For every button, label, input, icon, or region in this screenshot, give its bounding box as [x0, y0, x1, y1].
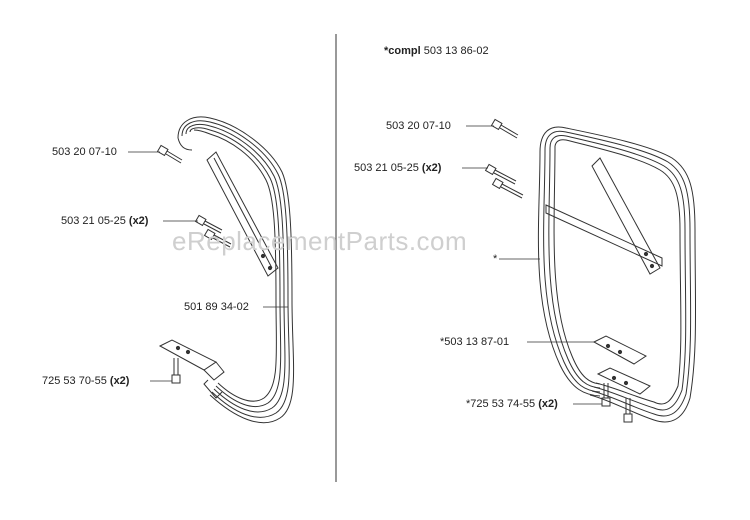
- quantity: (x2): [421, 162, 442, 174]
- part-number: *503 13 87-01: [440, 336, 510, 348]
- label-complete-assembly: *compl 503 13 86-02: [384, 45, 489, 58]
- left-handle-bar: [177, 116, 295, 424]
- part-number: 503 21 05-25: [61, 215, 126, 227]
- label-right-screw-bottom: *725 53 74-55 (x2): [466, 398, 558, 411]
- right-screw-bottom-2: [623, 398, 633, 423]
- right-screw-mid-1: [484, 163, 517, 185]
- label-left-screw-mid: 503 21 05-25 (x2): [61, 215, 148, 228]
- watermark-text: eReplacementParts.com: [172, 226, 468, 256]
- quantity: (x2): [538, 398, 558, 410]
- right-leaders: [462, 125, 602, 405]
- part-number: 503 20 07-10: [52, 146, 117, 158]
- part-number: 503 21 05-25: [354, 162, 419, 174]
- left-bracket: [158, 339, 225, 381]
- label-left-screw-top: 503 20 07-10: [52, 146, 117, 159]
- label-left-screw-bottom: 725 53 70-55 (x2): [42, 375, 129, 388]
- part-number: *725 53 74-55: [466, 398, 536, 410]
- right-screw-mid-2: [491, 177, 524, 199]
- label-right-screw-mid: 503 21 05-25 (x2): [354, 162, 441, 175]
- label-right-screw-top: 503 20 07-10: [386, 120, 451, 133]
- right-bracket: [592, 335, 651, 395]
- left-screw-mid-1: [194, 214, 223, 234]
- compl-prefix: *compl: [384, 45, 421, 57]
- left-screw-mid-2: [203, 228, 232, 248]
- label-left-handle: 501 89 34-02: [184, 301, 249, 314]
- left-brace: [206, 151, 279, 277]
- label-right-bracket: *503 13 87-01: [440, 336, 509, 349]
- part-number: *: [493, 253, 498, 265]
- label-right-handle: *: [493, 253, 497, 266]
- part-number: 503 13 86-02: [423, 45, 489, 57]
- part-number: 501 89 34-02: [184, 301, 249, 313]
- left-leaders: [128, 151, 288, 382]
- right-screw-top: [490, 118, 519, 139]
- right-brace: [545, 157, 663, 275]
- right-screw-bottom-1: [601, 383, 611, 407]
- part-number: 503 20 07-10: [386, 120, 451, 132]
- right-handle-bar: [537, 126, 697, 423]
- left-screw-bottom: [171, 358, 181, 384]
- left-screw-top: [156, 144, 183, 164]
- quantity: (x2): [128, 215, 149, 227]
- part-number: 725 53 70-55: [42, 375, 107, 387]
- quantity: (x2): [109, 375, 130, 387]
